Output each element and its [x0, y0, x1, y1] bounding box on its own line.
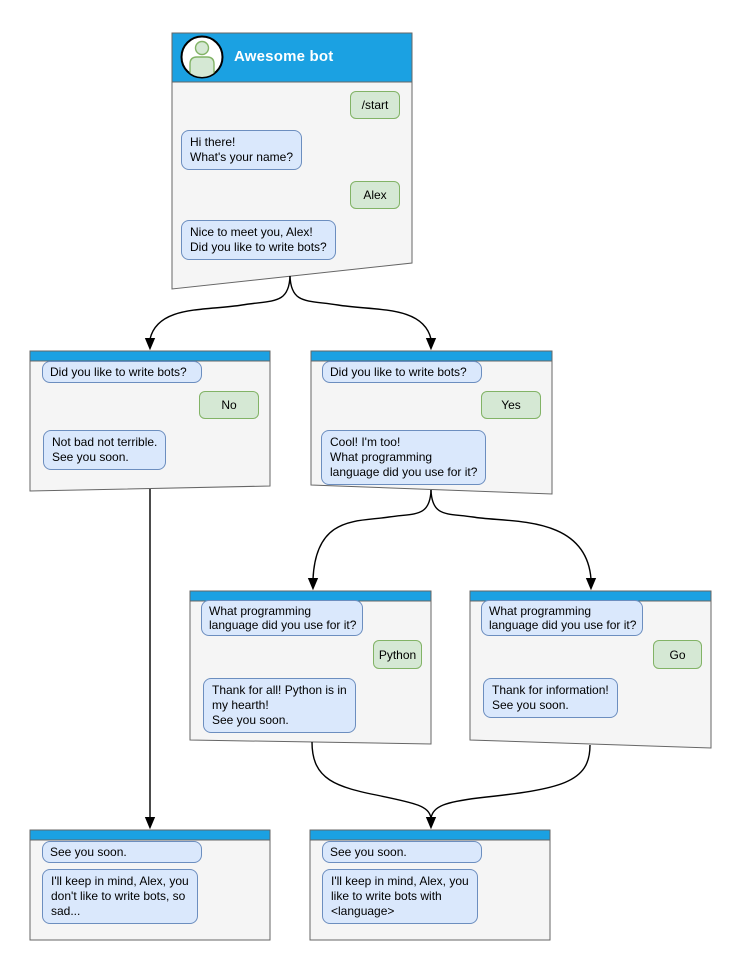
bot-question-bubble: See you soon. [322, 841, 482, 863]
user-message-bubble: /start [350, 91, 400, 119]
user-message-bubble: Python [373, 640, 422, 669]
user-message-bubble: Alex [350, 181, 400, 209]
arrow-python-to-end [311, 741, 432, 819]
bot-question-bubble: See you soon. [42, 841, 202, 863]
bot-question-bubble: Did you like to write bots? [322, 361, 482, 383]
window-header-branch-no [29, 350, 271, 362]
window-header-branch-yes [310, 350, 553, 362]
arrow-start-to-yes [289, 275, 432, 340]
arrow-start-to-no [149, 275, 291, 340]
user-message-bubble: Go [653, 640, 702, 669]
flow-arrows [144, 275, 597, 830]
bot-message-bubble: Thank for all! Python is in my hearth! S… [203, 678, 356, 733]
bot-question-bubble: Did you like to write bots? [42, 361, 202, 383]
bot-message-bubble: Nice to meet you, Alex! Did you like to … [181, 220, 336, 260]
bot-message-bubble: I'll keep in mind, Alex, you like to wri… [322, 869, 478, 924]
window-header-end-no [29, 829, 271, 841]
bot-message-bubble: Thank for information! See you soon. [483, 678, 618, 718]
bot-message-bubble: I'll keep in mind, Alex, you don't like … [42, 869, 198, 924]
bot-message-bubble: Cool! I'm too! What programming language… [321, 430, 487, 485]
bot-question-bubble: What programming language did you use fo… [201, 600, 363, 636]
arrowhead-yes [425, 338, 437, 351]
user-message-bubble: Yes [481, 391, 541, 419]
avatar [180, 35, 224, 79]
chat-window-title: Awesome bot [234, 48, 334, 65]
arrowhead-go [585, 578, 597, 591]
bot-message-bubble: Hi there! What's your name? [181, 130, 303, 170]
bot-question-bubble: What programming language did you use fo… [481, 600, 643, 636]
arrow-yes-to-python [312, 489, 432, 580]
user-message-bubble: No [199, 391, 259, 419]
arrowhead-end-no [144, 817, 156, 830]
arrowhead-end-yes [425, 817, 437, 830]
window-header-end-yes [309, 829, 551, 841]
arrowhead-no [144, 338, 156, 351]
arrow-go-to-end [430, 744, 591, 819]
bot-message-bubble: Not bad not terrible. See you soon. [43, 430, 167, 470]
person-icon [189, 40, 215, 77]
arrowhead-python [307, 578, 319, 591]
arrow-yes-to-go [430, 489, 592, 580]
